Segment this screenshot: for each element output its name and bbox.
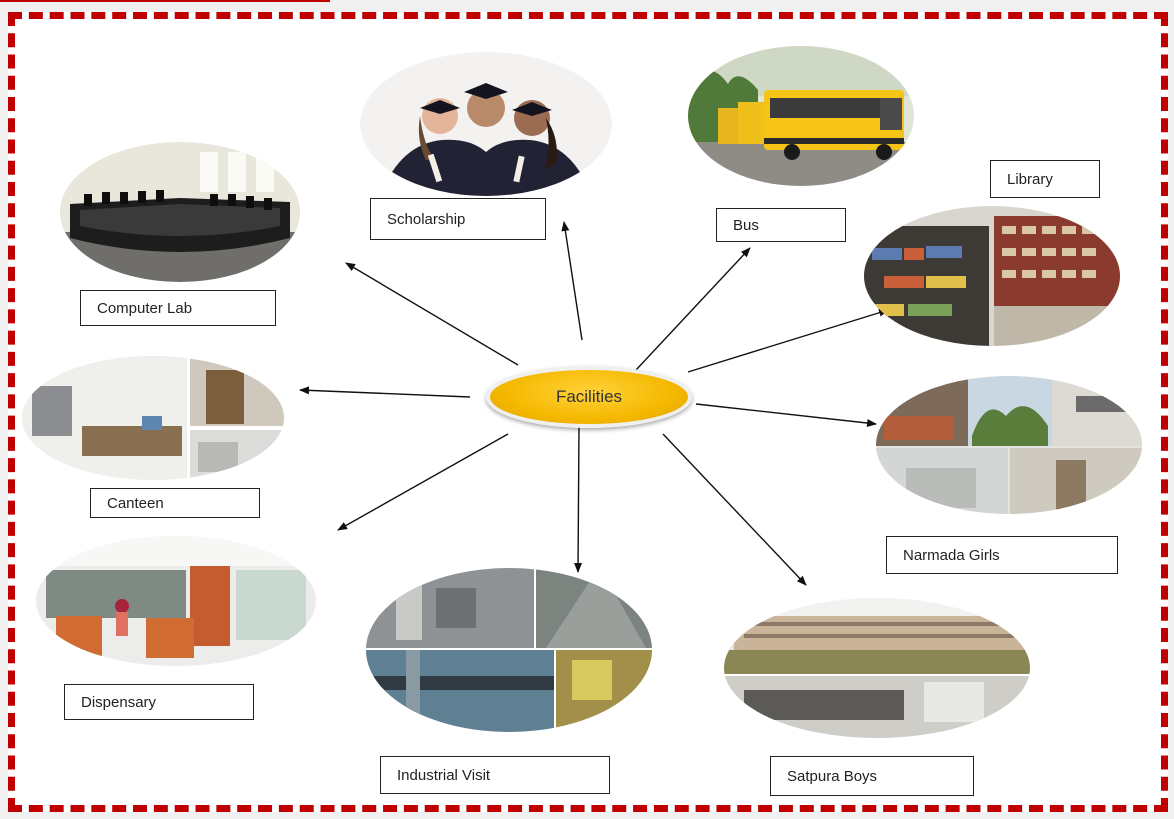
label-computer-lab: Computer Lab — [80, 290, 276, 326]
top-accent-line — [0, 0, 330, 2]
arrow-to-dispensary — [337, 433, 509, 531]
arrow-to-computer-lab — [345, 262, 519, 366]
label-scholarship: Scholarship — [370, 198, 546, 240]
arrow-to-narmada-girls — [695, 403, 877, 427]
label-dispensary: Dispensary — [64, 684, 254, 720]
narmada-girls-photo — [876, 376, 1142, 514]
label-canteen: Canteen — [90, 488, 260, 518]
scholarship-photo — [360, 52, 612, 196]
label-narmada-girls: Narmada Girls — [886, 536, 1118, 574]
label-bus: Bus — [716, 208, 846, 242]
arrow-to-canteen — [299, 386, 471, 398]
dispensary-photo — [36, 536, 316, 666]
label-library: Library — [990, 160, 1100, 198]
arrow-to-industrial-visit — [574, 425, 583, 573]
facilities-hub: Facilities — [486, 366, 692, 428]
satpura-boys-photo — [724, 598, 1030, 738]
label-satpura-boys: Satpura Boys — [770, 756, 974, 796]
computer-lab-photo — [60, 142, 300, 282]
arrow-to-scholarship — [561, 221, 583, 341]
canteen-photo — [22, 356, 284, 480]
industrial-visit-photo — [366, 568, 652, 732]
arrow-to-bus — [635, 247, 751, 371]
arrow-to-satpura-boys — [662, 433, 807, 586]
facilities-hub-label: Facilities — [555, 387, 623, 406]
library-photo — [864, 206, 1120, 346]
bus-photo — [688, 46, 914, 186]
arrow-to-library — [687, 308, 889, 373]
label-industrial-visit: Industrial Visit — [380, 756, 610, 794]
